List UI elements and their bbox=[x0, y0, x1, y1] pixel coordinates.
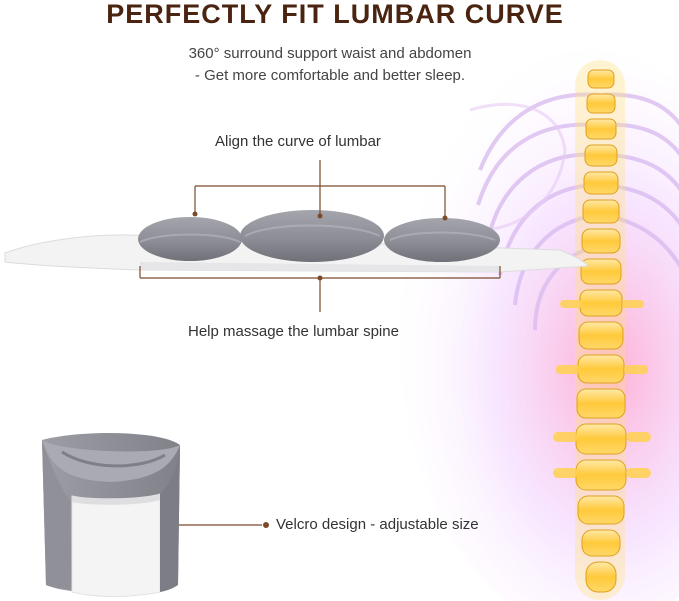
callout-massage-spine: Help massage the lumbar spine bbox=[188, 323, 399, 340]
callout-align-curve: Align the curve of lumbar bbox=[215, 133, 381, 150]
lumbar-pad-product bbox=[4, 210, 589, 273]
callout-dots bbox=[135, 211, 448, 528]
wrapped-belt-product bbox=[42, 433, 180, 597]
callout-lines bbox=[138, 160, 501, 526]
subtitle-line-2: - Get more comfortable and better sleep. bbox=[194, 67, 466, 84]
spine-illustration bbox=[400, 50, 679, 601]
subtitle-line-1: 360° surround support waist and abdomen bbox=[188, 45, 472, 62]
page-title: PERFECTLY FIT LUMBAR CURVE bbox=[106, 0, 564, 29]
callout-velcro-design: Velcro design - adjustable size bbox=[276, 516, 479, 533]
